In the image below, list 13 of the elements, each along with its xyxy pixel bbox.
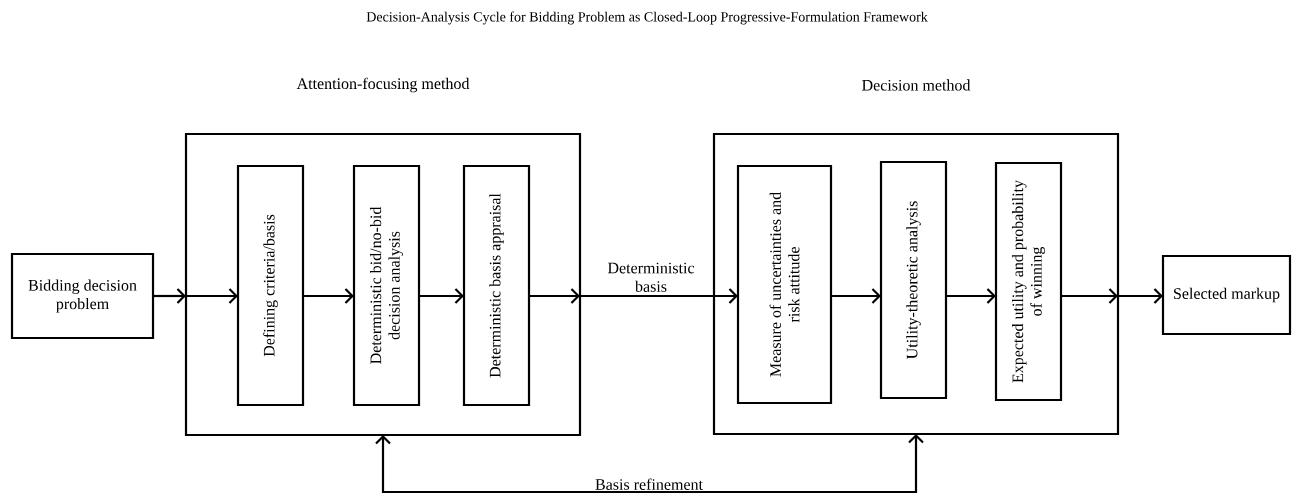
process-box: Bidding decision problem	[10, 252, 155, 340]
process-box: Expected utility and probability of winning	[994, 161, 1063, 402]
process-box: Utility-theoretic analysis	[879, 160, 948, 400]
process-box: Deterministic bid/no-bid decision analysis	[352, 164, 421, 407]
process-box: Measure of uncertainties and risk attitude	[736, 164, 833, 405]
edge-label: Basis refinement	[594, 477, 704, 491]
group-heading: Decision method	[862, 79, 971, 91]
title: Decision-Analysis Cycle for Bidding Problem as Closed-Loop Progressive-Formulation Framework	[366, 11, 928, 25]
edge-label: Deterministic basis	[595, 261, 707, 293]
process-box: Deterministic basis appraisal	[462, 164, 531, 407]
process-box: Defining criteria/basis	[236, 164, 305, 407]
process-box: Selected markup	[1161, 254, 1292, 336]
group-heading: Attention-focusing method	[296, 77, 470, 93]
